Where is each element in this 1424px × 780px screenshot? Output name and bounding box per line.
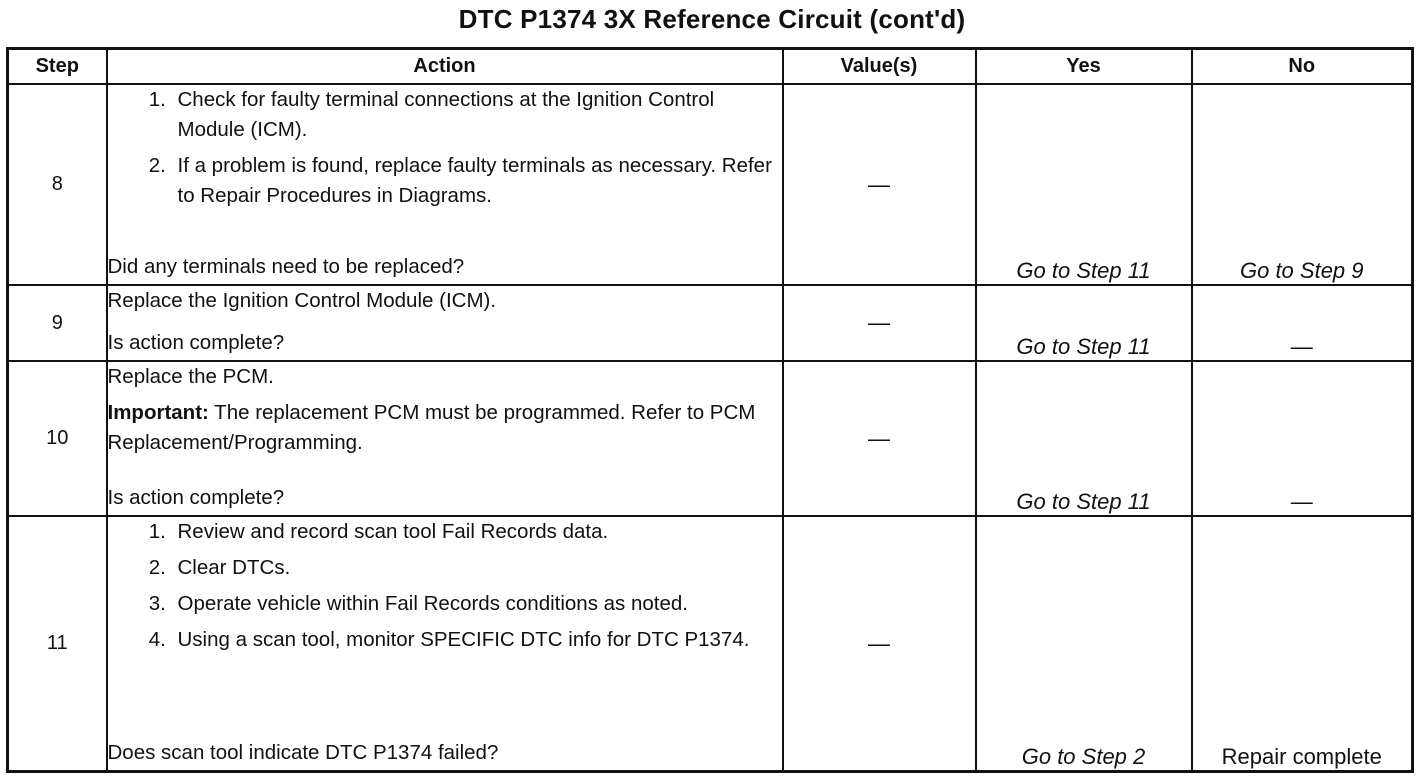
no-result: — — [1190, 360, 1414, 517]
important-note: Important: The replacement PCM must be p… — [108, 398, 782, 458]
step-number: 10 — [6, 360, 108, 517]
table-header-row: Step Action Value(s) Yes No — [6, 47, 1414, 85]
header-step: Step — [6, 47, 108, 85]
action-step-item: If a problem is found, replace faulty te… — [172, 151, 782, 211]
header-no: No — [1190, 47, 1414, 85]
diagnostic-table: Step Action Value(s) Yes No 8 Check for … — [6, 47, 1414, 773]
table-row-step-11: 11 Review and record scan tool Fail Reco… — [6, 515, 1414, 773]
no-result: Repair complete — [1190, 515, 1414, 773]
action-text: Replace the PCM. — [107, 365, 274, 388]
table-row-step-10: 10 Replace the PCM. Important: The repla… — [6, 360, 1414, 517]
header-yes: Yes — [974, 47, 1193, 85]
step-number: 9 — [6, 284, 108, 362]
action-cell: Replace the PCM. Important: The replacem… — [105, 360, 784, 517]
no-result: — — [1190, 284, 1414, 362]
action-step-item: Clear DTCs. — [172, 553, 782, 583]
action-steps-list: Check for faulty terminal connections at… — [108, 85, 782, 217]
action-question: Does scan tool indicate DTC P1374 failed… — [107, 741, 499, 764]
value-cell: — — [781, 284, 977, 362]
action-cell: Check for faulty terminal connections at… — [105, 83, 784, 286]
page-title: DTC P1374 3X Reference Circuit (cont'd) — [458, 4, 966, 34]
important-text: The replacement PCM must be programmed. … — [107, 401, 756, 454]
action-steps-list: Review and record scan tool Fail Records… — [108, 517, 782, 661]
step-number: 8 — [6, 83, 108, 286]
value-cell: — — [781, 360, 977, 517]
action-text: Replace the Ignition Control Module (ICM… — [107, 289, 497, 312]
table-row-step-9: 9 Replace the Ignition Control Module (I… — [6, 284, 1414, 362]
action-step-item: Check for faulty terminal connections at… — [172, 85, 782, 145]
value-cell: — — [781, 515, 977, 773]
no-result: Go to Step 9 — [1190, 83, 1414, 286]
action-step-item: Using a scan tool, monitor SPECIFIC DTC … — [172, 625, 782, 655]
important-label: Important: — [107, 401, 209, 424]
action-cell: Review and record scan tool Fail Records… — [105, 515, 784, 773]
yes-result: Go to Step 11 — [974, 83, 1193, 286]
header-action: Action — [105, 47, 784, 85]
header-values: Value(s) — [781, 47, 977, 85]
value-cell: — — [781, 83, 977, 286]
action-question: Is action complete? — [107, 331, 285, 354]
action-cell: Replace the Ignition Control Module (ICM… — [105, 284, 784, 362]
action-step-item: Operate vehicle within Fail Records cond… — [172, 589, 782, 619]
action-question: Did any terminals need to be replaced? — [107, 255, 465, 278]
yes-result: Go to Step 11 — [974, 284, 1193, 362]
action-step-item: Review and record scan tool Fail Records… — [172, 517, 782, 547]
action-question: Is action complete? — [107, 486, 285, 509]
yes-result: Go to Step 11 — [974, 360, 1193, 517]
step-number: 11 — [6, 515, 108, 773]
table-row-step-8: 8 Check for faulty terminal connections … — [6, 83, 1414, 286]
yes-result: Go to Step 2 — [974, 515, 1193, 773]
